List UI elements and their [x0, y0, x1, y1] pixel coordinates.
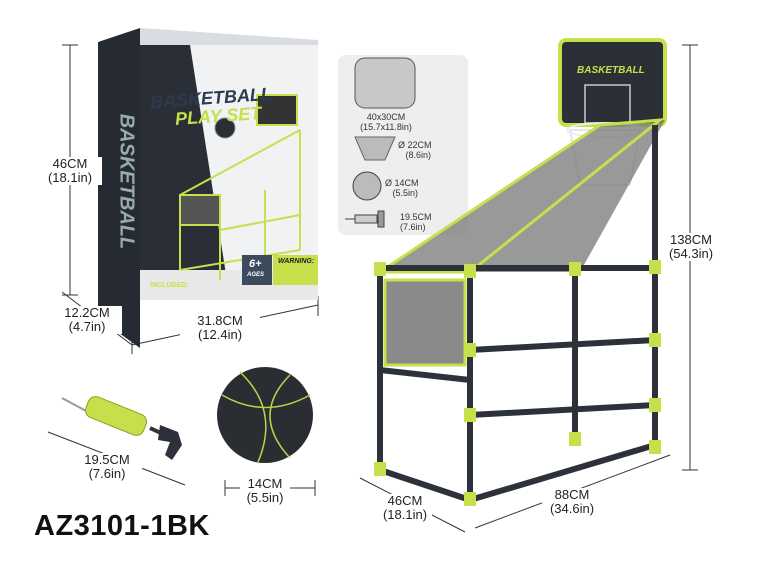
inset-ball-size: Ø 14CM (5.5in): [385, 178, 419, 198]
hoop-height-dimension: 138CM(54.3in): [662, 233, 720, 261]
box-spine: [98, 28, 140, 348]
inset-backboard-size: 40x30CM(15.7x11.8in): [360, 112, 412, 132]
box-brand: AJ SPORTS: [145, 55, 179, 61]
model-number: AZ3101-1BK: [34, 510, 210, 542]
included-label: INCLUDED:: [150, 282, 189, 289]
ball-dimension: 14CM(5.5in): [240, 477, 290, 505]
ramp-net: [380, 120, 665, 272]
hoop-width-dimension: 46CM(18.1in): [378, 494, 432, 522]
box-width-dimension: 31.8CM(12.4in): [180, 314, 260, 342]
ball-icon: [352, 171, 382, 201]
basketball-arcade-hoop: [374, 38, 667, 506]
warning-label: WARNING:: [278, 258, 315, 265]
backboard-text: BASKETBALL: [577, 65, 645, 76]
side-net: [383, 278, 467, 367]
basketball-image: [217, 367, 313, 463]
product-box: [98, 28, 318, 348]
hoop-length-dimension: 88CM(34.6in): [542, 488, 602, 516]
box-spine-text: BASKETBALL: [115, 113, 138, 250]
box-height-dimension: 46CM(18.1in): [38, 157, 102, 185]
age-badge: [242, 255, 272, 285]
warning-badge: [273, 255, 318, 285]
pump-dimension: 19.5CM(7.6in): [72, 453, 142, 481]
box-depth-dimension: 12.2CM(4.7in): [52, 306, 122, 334]
inset-net-size: Ø 22CM (8.6in): [398, 140, 432, 160]
age-badge-label: AGES: [247, 272, 265, 278]
pump-icon: [345, 210, 385, 228]
age-badge-number: 6+: [249, 258, 262, 270]
net-icon: [354, 136, 396, 161]
contents-panel: [338, 55, 468, 235]
inset-pump-size: 19.5CM(7.6in): [400, 212, 432, 232]
pump-image: [61, 396, 182, 460]
backboard-icon: [354, 57, 416, 109]
